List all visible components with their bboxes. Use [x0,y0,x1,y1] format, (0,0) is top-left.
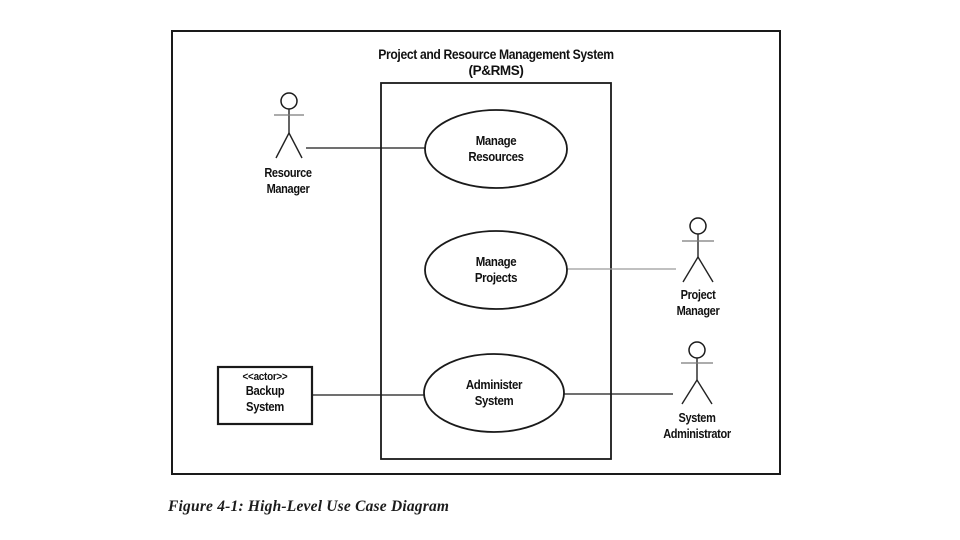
use-case-oval-manage-resources [424,109,568,189]
actor-head [688,341,706,359]
actor-leg-right [697,256,714,283]
backup-system-text: <<actor>> Backup System [220,370,310,415]
actor-leg-left [275,132,290,159]
actor-head [280,92,298,110]
actor-figure-resource-manager [274,92,304,159]
use-case-label-manage-projects: Manage Projects [474,254,518,285]
actor-label-resource-manager: Resource Manager [264,166,312,196]
actor-leg-right [696,379,713,405]
use-case-oval-administer-system [423,353,565,433]
actor-figure-project-manager [682,217,714,283]
use-case-label-manage-resources: Manage Resources [468,133,524,164]
backup-stereotype: <<actor>> [242,371,288,383]
actor-head [689,217,707,235]
actor-leg-left [681,379,698,405]
use-case-label-administer-system: Administer System [465,377,523,408]
backup-system-box [216,365,314,426]
actor-leg-right [288,132,303,159]
system-title-block: Project and Resource Management System (… [296,47,696,78]
diagram-subtitle: (P&RMS) [468,63,524,78]
diagram-title: Project and Resource Management System [378,47,614,62]
actor-label-project-manager: Project Manager [676,288,720,318]
figure-caption: Figure 4-1: High-Level Use Case Diagram [168,498,450,515]
actor-leg-left [682,256,699,283]
actor-label-system-administrator: System Administrator [663,411,731,441]
backup-label: Backup System [245,384,285,414]
actor-figure-system-administrator [681,341,713,405]
use-case-oval-manage-projects [424,230,568,310]
